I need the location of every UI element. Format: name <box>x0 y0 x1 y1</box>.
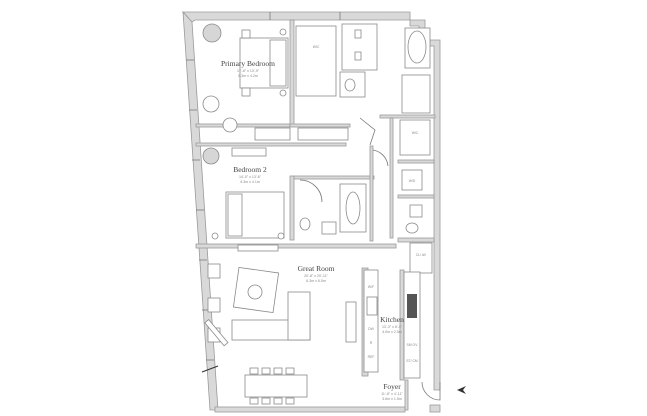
label-ref: REF <box>368 355 375 359</box>
room-dim-metric: 3.6m x 1.5m <box>382 397 402 401</box>
label-wd: W/D <box>409 179 416 183</box>
primary-bedroom: Primary Bedroom 17'-6" x 13'-9" 5.3m x 4… <box>202 23 291 141</box>
room-dim-metric: 4.0m x 2.5m <box>382 330 402 334</box>
room-name-primary-bedroom: Primary Bedroom <box>221 59 275 68</box>
label-cl-av: CL/ AV <box>416 253 427 257</box>
room-name-foyer: Foyer <box>383 382 401 391</box>
interior-walls <box>195 19 436 411</box>
room-dim-imperial: 13'-3" x 8'-4" <box>382 325 403 329</box>
room-dim-imperial: 17'-6" x 13'-9" <box>237 69 260 73</box>
room-dim-imperial: 14'-0" x 13'-6" <box>239 175 262 179</box>
label-st-cm: ST/ CM <box>406 359 418 363</box>
room-dim-imperial: 11'-8" x 4'-11" <box>381 392 403 396</box>
label-sm-ov: SM OV <box>407 343 419 347</box>
label-dw: DW <box>368 327 374 331</box>
foyer: Foyer 11'-8" x 4'-11" 3.6m x 1.5m <box>381 381 441 401</box>
primary-bath: WIC <box>295 23 431 141</box>
room-dim-metric: 5.3m x 4.2m <box>238 74 258 78</box>
room-dim-metric: 4.3m x 4.1m <box>240 180 260 184</box>
room-dim-metric: 6.3m x 6.5m <box>306 279 326 283</box>
bath-2 <box>299 179 367 235</box>
kitchen: W/F DW R REF SM OV ST/ CM Kitchen 13'-3"… <box>345 267 421 381</box>
label-r: R <box>370 341 373 345</box>
room-name-kitchen: Kitchen <box>380 315 404 324</box>
great-room: Great Room 20'-8" x 20'-11" 6.3m x 6.5m <box>201 263 335 405</box>
room-name-bedroom-2: Bedroom 2 <box>233 165 267 174</box>
label-wic-primary: WIC <box>313 45 320 49</box>
hall-closets: WIC W/D CL/ AV <box>359 117 433 274</box>
room-dim-imperial: 20'-8" x 20'-11" <box>304 274 329 278</box>
label-wic-hall: WIC <box>412 131 419 135</box>
room-name-great-room: Great Room <box>298 264 335 273</box>
entry-arrow-icon <box>457 386 466 394</box>
bedroom-2: Bedroom 2 14'-0" x 13'-6" 4.3m x 4.1m <box>202 147 285 252</box>
label-wf: W/F <box>368 285 374 289</box>
